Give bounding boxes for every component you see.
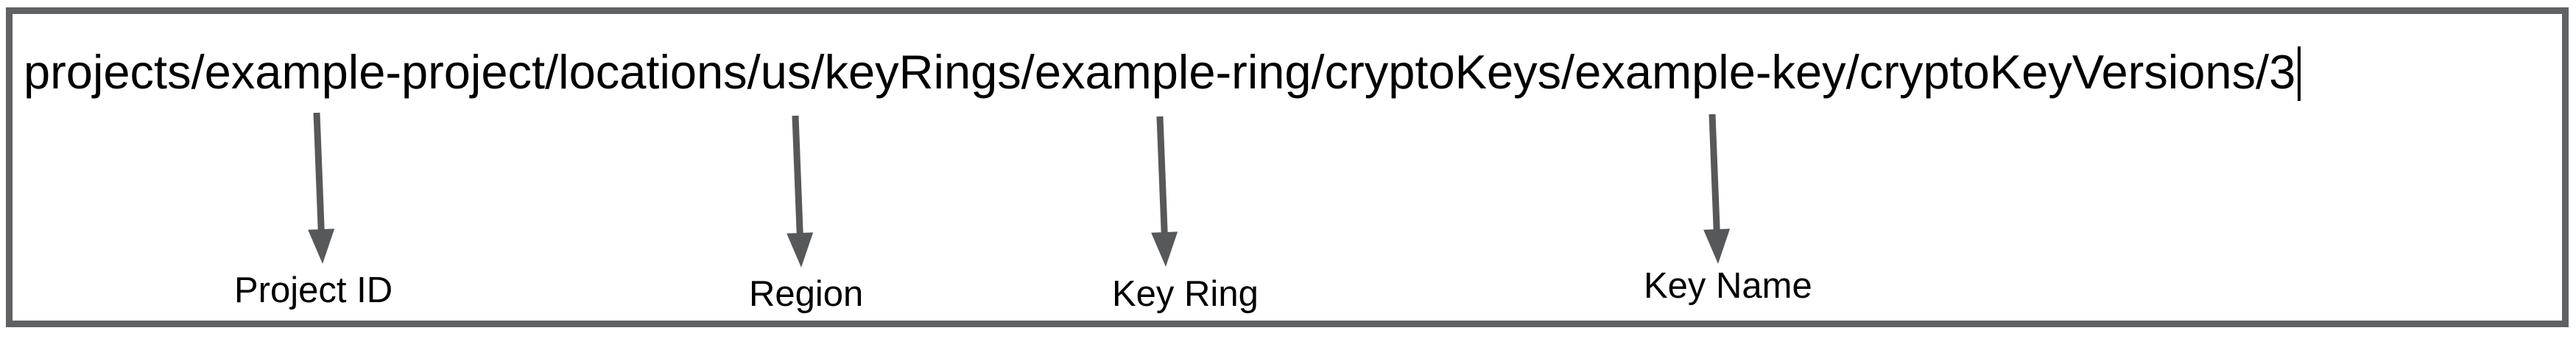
label-project-id: Project ID: [234, 270, 393, 310]
diagram-border-box: [6, 7, 2569, 327]
resource-path-input[interactable]: projects/example-project/locations/us/ke…: [24, 44, 2301, 101]
resource-path-value: projects/example-project/locations/us/ke…: [24, 45, 2296, 99]
label-key-name: Key Name: [1644, 266, 1812, 306]
label-key-ring: Key Ring: [1112, 274, 1259, 314]
label-region: Region: [749, 274, 864, 314]
text-cursor: [2298, 46, 2301, 101]
